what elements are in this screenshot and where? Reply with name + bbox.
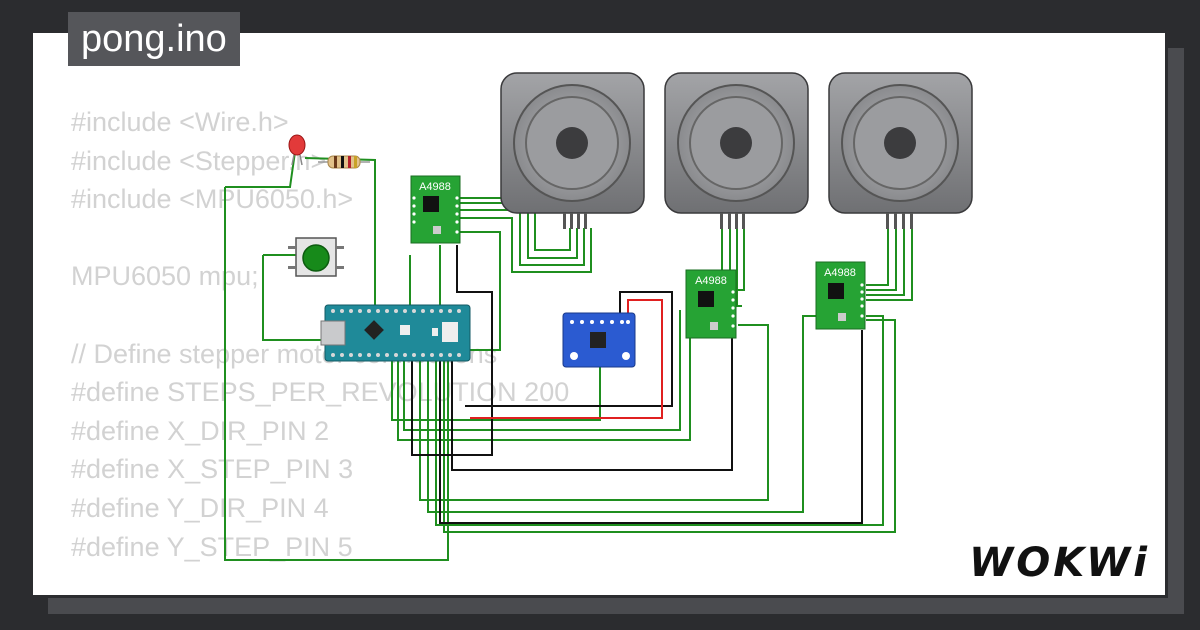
code-line: #define X_DIR_PIN 2 xyxy=(71,415,330,446)
code-line: #define Y_STEP_PIN 5 xyxy=(71,531,353,562)
a4988-driver-2: A4988 xyxy=(685,269,737,339)
driver-label: A4988 xyxy=(419,181,451,193)
red-led xyxy=(288,134,306,166)
resistor xyxy=(318,155,370,169)
wires-red xyxy=(470,299,663,419)
project-filename[interactable]: pong.ino xyxy=(68,12,240,66)
wokwi-logo: WOKWi xyxy=(969,540,1150,586)
driver-label: A4988 xyxy=(824,267,856,279)
wires-black xyxy=(411,245,863,524)
arduino-nano xyxy=(320,304,471,362)
code-line: #define Y_DIR_PIN 4 xyxy=(71,492,329,523)
stepper-motor-2 xyxy=(664,72,809,229)
stepper-motor-1 xyxy=(500,72,645,229)
mpu6050-module xyxy=(562,312,636,368)
code-line: MPU6050 mpu; xyxy=(71,261,259,292)
code-line: #define X_STEP_PIN 3 xyxy=(71,454,354,485)
pushbutton xyxy=(288,237,344,277)
stepper-motor-3 xyxy=(828,72,973,229)
driver-label: A4988 xyxy=(695,275,727,287)
a4988-driver-3: A4988 xyxy=(815,261,866,330)
code-line: #include <Wire.h> xyxy=(71,107,289,137)
a4988-driver-1: A4988 xyxy=(410,175,461,244)
code-line: #include <MPU6050.h> xyxy=(71,184,354,215)
